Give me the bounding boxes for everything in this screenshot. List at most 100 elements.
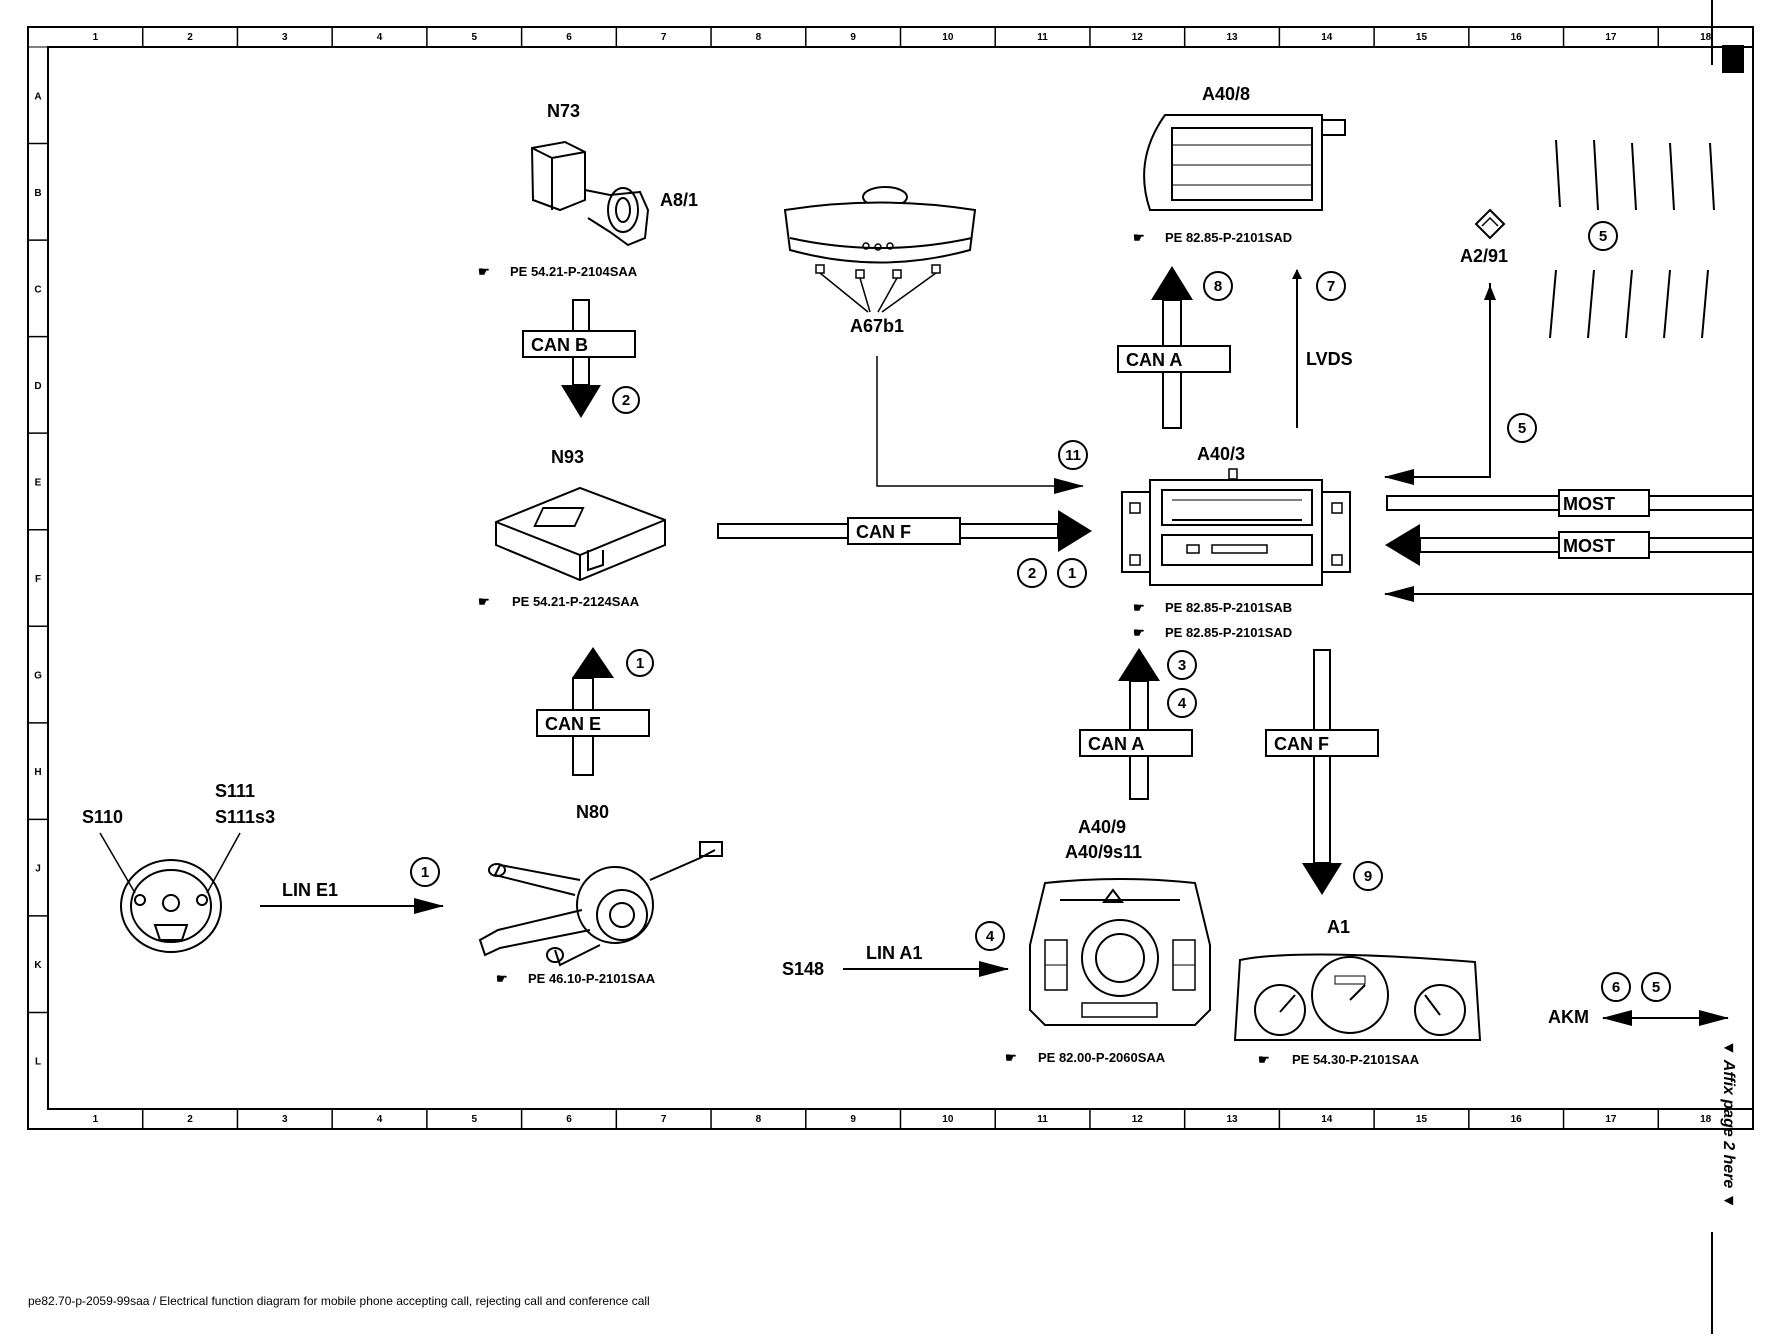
can-b-label: CAN B (531, 335, 588, 355)
a40-9-control-panel: A40/9 A40/9s11 ☛ PE 82.00-P-2060SAA (1005, 817, 1211, 1065)
can-f-horizontal-label: CAN F (856, 522, 911, 542)
a40-3-label: A40/3 (1197, 444, 1245, 464)
s110-label: S110 (82, 807, 123, 827)
n73-label: N73 (547, 101, 580, 121)
step-can-e: 1 (636, 655, 644, 672)
svg-text:☛: ☛ (496, 971, 508, 986)
steering-wheel: S110 S111 S111s3 (82, 781, 275, 953)
svg-text:☛: ☛ (1133, 625, 1145, 640)
can-a-top-arrow: CAN A 8 (1117, 266, 1233, 429)
frame (27, 0, 1754, 1334)
grid-col-bottom: 5 (471, 1114, 477, 1125)
grid-row-label: A (34, 91, 41, 102)
grid-col-bottom: 13 (1226, 1114, 1238, 1125)
step-akm-b: 5 (1652, 979, 1660, 996)
grid-col-top: 1 (93, 32, 99, 43)
most-buses: MOST MOST (1384, 489, 1754, 602)
can-b-arrow: CAN B 2 (522, 299, 640, 418)
a8-1-label: A8/1 (660, 190, 698, 210)
a1-instrument-cluster: A1 ☛ PE 54.30-P-2101SAA (1233, 917, 1482, 1067)
grid-col-top: 15 (1416, 32, 1428, 43)
step-can-f-a: 2 (1028, 565, 1036, 582)
step-a2-91-side: 5 (1518, 420, 1526, 437)
a67b1-mirror: A67b1 11 (783, 186, 1088, 494)
grid-col-bottom: 2 (187, 1114, 193, 1125)
grid-col-top: 6 (566, 32, 572, 43)
n93-module: N93 ☛ PE 54.21-P-2124SAA (478, 447, 666, 609)
step-a2-91: 5 (1599, 228, 1607, 245)
grid-col-top: 13 (1226, 32, 1238, 43)
side-note: ▼ Affix page 2 here ▼ (1720, 1040, 1737, 1209)
grid-col-bottom: 1 (93, 1114, 99, 1125)
a40-3-head-unit: A40/3 ☛ PE 82.85-P-2101SAB ☛ PE 82.85-P-… (1121, 444, 1351, 640)
can-a-top-label: CAN A (1126, 350, 1182, 370)
n73-ignition-lock: N73 A8/1 ☛ PE 54.21-P-2104SAA (478, 101, 698, 279)
grid-col-top: 7 (661, 32, 667, 43)
step-can-a-bottom-b: 4 (1178, 695, 1187, 712)
n80-module: N80 ☛ PE 46.10-P-2101SAA (478, 802, 723, 986)
svg-text:☛: ☛ (1133, 600, 1145, 615)
can-a-bottom-label: CAN A (1088, 734, 1144, 754)
svg-text:☛: ☛ (1005, 1050, 1017, 1065)
n80-label: N80 (576, 802, 609, 822)
footer-caption: pe82.70-p-2059-99saa / Electrical functi… (28, 1294, 650, 1308)
a40-9-label: A40/9 (1078, 817, 1126, 837)
grid-col-bottom: 10 (942, 1114, 954, 1125)
grid-row-label: K (34, 960, 42, 971)
grid-col-top: 16 (1511, 32, 1523, 43)
antenna-lines (1549, 139, 1715, 339)
grid-row-label: D (34, 381, 41, 392)
grid-col-top: 18 (1700, 32, 1712, 43)
grid-col-top: 12 (1132, 32, 1144, 43)
grid-col-bottom: 11 (1037, 1114, 1048, 1125)
a1-label: A1 (1327, 917, 1350, 937)
s111-label: S111 (215, 781, 255, 801)
can-f-vertical-arrow: CAN F 9 (1265, 649, 1383, 895)
a2-91-label: A2/91 (1460, 246, 1508, 266)
grid-col-top: 9 (850, 32, 856, 43)
akm-link: 6 5 AKM (1548, 972, 1729, 1027)
can-a-bottom-arrow: CAN A 3 4 (1079, 648, 1197, 800)
svg-text:☛: ☛ (478, 594, 490, 609)
n93-ref: PE 54.21-P-2124SAA (512, 594, 640, 609)
step-a67b1: 11 (1065, 447, 1081, 464)
step-lin-a1: 4 (986, 928, 995, 945)
grid-col-top: 10 (942, 32, 954, 43)
grid-row-label: E (35, 477, 42, 488)
lvds-arrow: LVDS 7 (1292, 269, 1353, 428)
grid-row-label: F (35, 574, 41, 585)
step-lin-e1: 1 (421, 864, 429, 881)
step-can-a-bottom-a: 3 (1178, 657, 1186, 674)
n73-ref: PE 54.21-P-2104SAA (510, 264, 638, 279)
grid-col-bottom: 7 (661, 1114, 667, 1125)
grid-row-label: L (35, 1057, 41, 1068)
grid-row-label: B (34, 188, 41, 199)
most-2-label: MOST (1563, 536, 1615, 556)
grid-col-top: 3 (282, 32, 288, 43)
a40-3-ref-2: PE 82.85-P-2101SAD (1165, 625, 1292, 640)
grid-col-top: 14 (1321, 32, 1333, 43)
grid-row-label: C (34, 284, 41, 295)
grid-col-bottom: 4 (377, 1114, 383, 1125)
grid-col-top: 2 (187, 32, 193, 43)
a1-ref: PE 54.30-P-2101SAA (1292, 1052, 1420, 1067)
a40-8-ref: PE 82.85-P-2101SAD (1165, 230, 1292, 245)
grid-row-label: J (35, 864, 41, 875)
step-can-f-vertical: 9 (1364, 868, 1372, 885)
akm-label: AKM (1548, 1007, 1589, 1027)
can-f-horizontal-arrow: CAN F 2 1 (717, 510, 1092, 588)
grid-col-bottom: 9 (850, 1114, 856, 1125)
grid-col-top: 4 (377, 32, 383, 43)
lin-e1-label: LIN E1 (282, 880, 338, 900)
grid-col-top: 17 (1605, 32, 1617, 43)
lin-a1-label: LIN A1 (866, 943, 922, 963)
s111s3-label: S111s3 (215, 807, 275, 827)
n80-ref: PE 46.10-P-2101SAA (528, 971, 656, 986)
svg-text:☛: ☛ (1133, 230, 1145, 245)
can-e-label: CAN E (545, 714, 601, 734)
grid-col-bottom: 3 (282, 1114, 288, 1125)
step-lvds: 7 (1327, 278, 1335, 295)
grid-col-bottom: 12 (1132, 1114, 1144, 1125)
